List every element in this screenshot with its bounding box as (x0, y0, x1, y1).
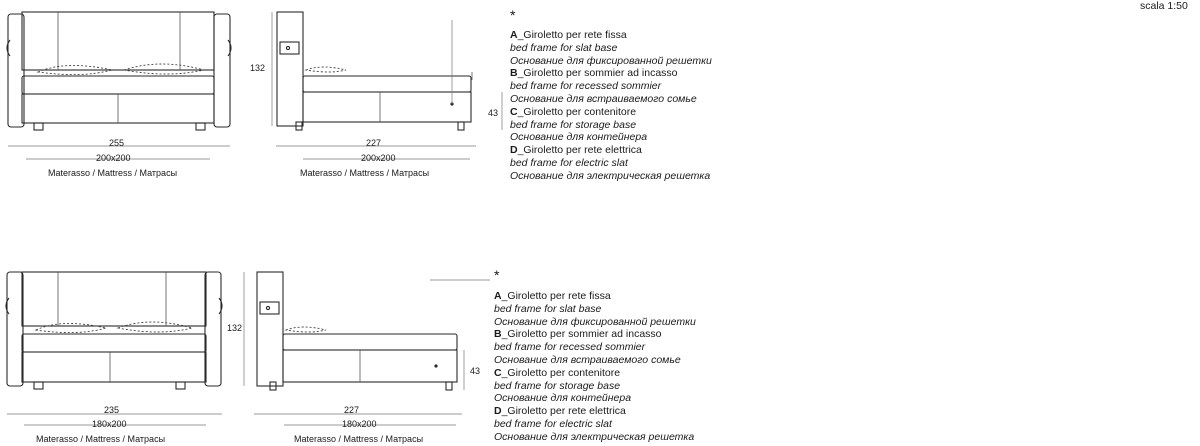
side-mattress-dim-top: 200x200 (361, 153, 396, 163)
side-height-dim-top: 132 (250, 63, 266, 73)
front-mattress-label-bottom: Materasso / Mattress / Матрасы (36, 434, 166, 444)
legend-item-b-en-top: bed frame for recessed sommier (510, 80, 662, 93)
legend-marker-top: * (510, 7, 516, 23)
side-view-bottom (243, 271, 490, 426)
legend-item-a-en-bottom: bed frame for slat base (494, 302, 602, 315)
pillow-left-bottom (34, 323, 107, 334)
pillow-left-top (36, 65, 113, 76)
legend-item-d-en-top: bed frame for electric slat (510, 156, 628, 169)
legend-item-a-ru-top: Основание для фиксированной решетки (510, 54, 712, 67)
legend-item-c-en-top: bed frame for storage base (510, 118, 637, 131)
legend-item-d-en-bottom: bed frame for electric slat (494, 417, 612, 430)
legend-item-a-ru-bottom: Основание для фиксированной решетки (494, 315, 696, 328)
legend-item-b-en-bottom: bed frame for recessed sommier (494, 341, 646, 354)
front-width-dim-top: 255 (109, 138, 125, 148)
front-mattress-dim-top: 200x200 (96, 153, 131, 163)
pillow-right-top (123, 63, 205, 75)
front-mattress-dim-bottom: 180x200 (92, 419, 127, 429)
pillow-right-bottom (116, 321, 194, 333)
side-height-dim-bottom: 132 (227, 323, 243, 333)
legend-top: A_Giroletto per rete fissa bed frame for… (510, 29, 712, 183)
legend-item-c-ru-bottom: Основание для контейнера (494, 392, 632, 405)
legend-item-d-bottom: D_Giroletto per rete elettrica (494, 405, 626, 418)
legend-item-b-ru-bottom: Основание для встраиваемого сомье (494, 353, 681, 366)
legend-item-c-top: C_Giroletto per contenitore (510, 105, 637, 118)
legend-item-a-top: A_Giroletto per rete fissa (510, 29, 627, 41)
legend-marker-bottom: * (494, 267, 500, 283)
legend-item-c-ru-top: Основание для контейнера (510, 131, 648, 144)
legend-item-a-en-top: bed frame for slat base (510, 41, 618, 54)
side-frame-dim-top: 43 (488, 108, 499, 118)
legend-item-d-top: D_Giroletto per rete elettrica (510, 144, 642, 157)
legend-item-c-bottom: C_Giroletto per contenitore (494, 366, 621, 379)
side-mattress-label-top: Materasso / Mattress / Матрасы (300, 168, 430, 178)
side-mattress-label-bottom: Materasso / Mattress / Матрасы (294, 434, 424, 444)
legend-item-d-ru-top: Основание для электрическая решетка (510, 169, 711, 182)
legend-bottom: A_Giroletto per rete fissa bed frame for… (494, 290, 696, 444)
front-view-top (6, 11, 232, 160)
legend-item-b-ru-top: Основание для встраиваемого сомье (510, 92, 697, 105)
side-length-dim-bottom: 227 (344, 405, 360, 415)
legend-item-a-bottom: A_Giroletto per rete fissa (494, 290, 611, 302)
legend-item-d-ru-bottom: Основание для электрическая решетка (494, 430, 695, 443)
side-length-dim-top: 227 (366, 138, 382, 148)
front-width-dim-bottom: 235 (104, 405, 120, 415)
side-mattress-dim-bottom: 180x200 (342, 419, 377, 429)
side-view-top (271, 11, 503, 160)
legend-item-b-bottom: B_Giroletto per sommier ad incasso (494, 328, 662, 341)
pillow-side-top (304, 66, 347, 73)
scale-label: scala 1:50 (1140, 0, 1188, 12)
front-mattress-label-top: Materasso / Mattress / Матрасы (48, 168, 178, 178)
side-frame-dim-bottom: 43 (470, 366, 481, 376)
front-view-bottom (5, 271, 223, 426)
pillow-side-bottom (284, 326, 327, 333)
legend-item-c-en-bottom: bed frame for storage base (494, 379, 621, 392)
legend-item-b-top: B_Giroletto per sommier ad incasso (510, 67, 678, 80)
